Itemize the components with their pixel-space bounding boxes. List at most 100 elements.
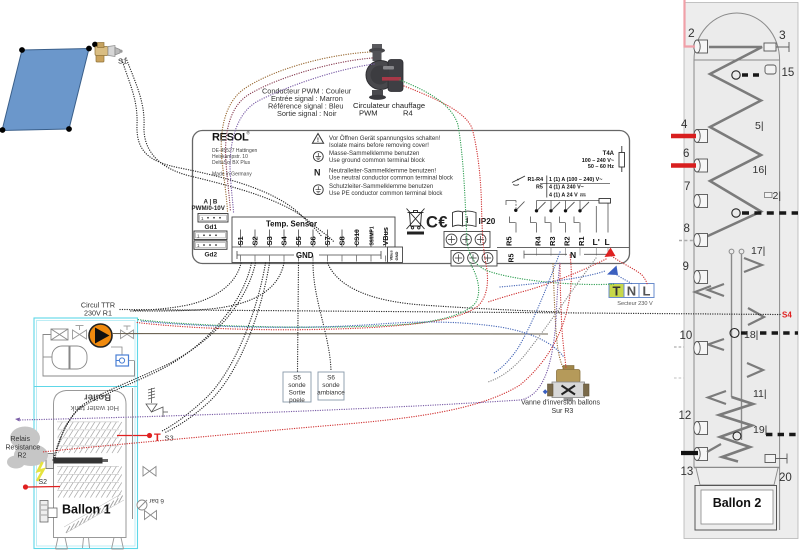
svg-text:Boiler: Boiler <box>84 392 111 403</box>
svg-text:®: ® <box>247 130 251 136</box>
svg-text:DeltaSol BX Plus: DeltaSol BX Plus <box>212 160 251 166</box>
svg-text:R4: R4 <box>534 236 543 246</box>
svg-text:Circul TTR: Circul TTR <box>81 301 115 310</box>
svg-text:4 (1) A 240 V~: 4 (1) A 240 V~ <box>549 185 584 191</box>
svg-text:RESOL: RESOL <box>212 132 249 144</box>
svg-text:T: T <box>613 284 621 299</box>
svg-text:sonde: sonde <box>288 382 306 389</box>
svg-text:R1-R4: R1-R4 <box>528 177 544 183</box>
svg-text:Made in Germany: Made in Germany <box>212 172 252 178</box>
svg-text:R2: R2 <box>18 453 27 460</box>
svg-text:N: N <box>627 284 636 299</box>
svg-text:1: 1 <box>197 243 200 248</box>
svg-text:GND: GND <box>296 251 314 260</box>
svg-text:7: 7 <box>684 181 690 193</box>
svg-text:5|: 5| <box>755 120 764 132</box>
svg-text:Ballon 2: Ballon 2 <box>713 496 762 510</box>
svg-text:S8: S8 <box>337 236 346 245</box>
svg-text:S4: S4 <box>279 235 288 245</box>
svg-text:1: 1 <box>197 233 200 238</box>
svg-text:S3: S3 <box>265 236 274 245</box>
svg-text:sonde: sonde <box>322 382 340 389</box>
svg-text:S3: S3 <box>165 434 174 443</box>
svg-text:9: 9 <box>683 261 689 273</box>
svg-text:S5: S5 <box>293 375 301 382</box>
svg-text:19|: 19| <box>753 424 767 436</box>
svg-text:Isolate mains before removing: Isolate mains before removing cover! <box>329 142 429 149</box>
svg-text:50 – 60 Hz: 50 – 60 Hz <box>588 164 614 170</box>
svg-text:VBus: VBus <box>381 227 390 245</box>
svg-text:10: 10 <box>680 330 693 342</box>
svg-text:Circulateur chauffage: Circulateur chauffage <box>353 101 425 110</box>
svg-text:C€: C€ <box>426 214 448 232</box>
svg-text:Ballon 1: Ballon 1 <box>62 503 111 517</box>
svg-text:L': L' <box>593 237 600 247</box>
svg-text:S2: S2 <box>39 479 48 486</box>
svg-text:Vor Öffnen Gerät spannungslos: Vor Öffnen Gerät spannungslos schalten! <box>329 135 441 142</box>
svg-text:4 (1) A 24 V: 4 (1) A 24 V <box>549 193 578 199</box>
svg-text:R5: R5 <box>509 253 516 262</box>
svg-text:S4: S4 <box>782 311 792 320</box>
svg-text:!: ! <box>317 137 319 144</box>
svg-text:ambiance: ambiance <box>317 390 345 397</box>
svg-text:3: 3 <box>779 28 786 42</box>
svg-text:Gd2: Gd2 <box>205 252 218 259</box>
svg-text:T4A: T4A <box>603 151 615 157</box>
svg-text:Vanne d'inversion ballons: Vanne d'inversion ballons <box>521 400 601 407</box>
svg-text:R4: R4 <box>403 109 413 118</box>
svg-text:poele: poele <box>289 397 305 404</box>
svg-text:A | B: A | B <box>204 199 218 206</box>
svg-text:Masse-Sammelklemme benutzen: Masse-Sammelklemme benutzen <box>329 150 419 157</box>
svg-text:R5: R5 <box>504 236 513 246</box>
svg-text:S1: S1 <box>118 57 127 66</box>
svg-text:S1: S1 <box>236 235 245 245</box>
svg-text:6 bar: 6 bar <box>148 497 164 504</box>
svg-text:6: 6 <box>683 148 689 160</box>
svg-text:IP20: IP20 <box>479 217 496 226</box>
svg-text:N: N <box>314 168 321 178</box>
svg-text:1 (1) A (100 – 240) V~: 1 (1) A (100 – 240) V~ <box>549 177 602 183</box>
svg-text:DE-45527 Hattingen: DE-45527 Hattingen <box>212 148 258 154</box>
svg-text:4: 4 <box>681 119 688 131</box>
svg-text:8: 8 <box>684 223 690 235</box>
svg-text:CS10: CS10 <box>354 229 361 246</box>
svg-text:Sortie: Sortie <box>289 390 306 397</box>
svg-text:Relais: Relais <box>11 436 31 443</box>
svg-text:Neutralleiter-Sammelklemme ben: Neutralleiter-Sammelklemme benutzen! <box>329 168 436 175</box>
svg-text:Secteur 230 V: Secteur 230 V <box>617 301 653 307</box>
svg-text:11|: 11| <box>753 388 767 400</box>
svg-text:R5: R5 <box>536 185 543 191</box>
svg-text:GND: GND <box>394 252 399 261</box>
svg-text:S9/IMP1: S9/IMP1 <box>369 226 375 245</box>
svg-text:i: i <box>466 215 469 225</box>
svg-text:Sur R3: Sur R3 <box>552 408 574 415</box>
svg-text:Use ground common terminal blo: Use ground common terminal block <box>329 157 426 164</box>
svg-text:PWM/0-10V: PWM/0-10V <box>192 205 226 212</box>
svg-text:Entrée signal : Marron: Entrée signal : Marron <box>271 94 343 103</box>
svg-text:12: 12 <box>679 410 692 422</box>
svg-text:R1: R1 <box>577 236 586 246</box>
svg-text:17|: 17| <box>751 245 765 257</box>
svg-text:Resistance: Resistance <box>6 445 41 452</box>
svg-text:18|: 18| <box>744 329 758 341</box>
svg-text:Use neutral conductor common t: Use neutral conductor common terminal bl… <box>329 175 454 182</box>
svg-text:S7: S7 <box>323 236 332 245</box>
svg-text:S6: S6 <box>308 236 317 245</box>
svg-text:Use PE conductor common termin: Use PE conductor common terminal block <box>329 190 443 197</box>
svg-text:L: L <box>643 284 651 299</box>
svg-text:13: 13 <box>681 466 694 478</box>
svg-text:Conducteur PWM : Couleur: Conducteur PWM : Couleur <box>262 87 352 96</box>
svg-text:PWM: PWM <box>359 109 378 118</box>
svg-text:16|: 16| <box>753 164 767 176</box>
svg-text:VBus: VBus <box>389 250 394 261</box>
svg-text:R2: R2 <box>563 236 572 246</box>
svg-text:Sortie signal : Noir: Sortie signal : Noir <box>277 109 337 118</box>
svg-text:Hot water tank: Hot water tank <box>70 404 119 413</box>
svg-text:T: T <box>154 432 161 444</box>
svg-text:N: N <box>570 250 576 260</box>
svg-text:Schutzleiter-Sammelklemme benu: Schutzleiter-Sammelklemme benutzen <box>329 183 433 190</box>
svg-text:20: 20 <box>779 472 792 484</box>
svg-text:L: L <box>605 237 610 247</box>
svg-text:Gd1: Gd1 <box>205 224 218 231</box>
svg-text:S6: S6 <box>327 375 335 382</box>
